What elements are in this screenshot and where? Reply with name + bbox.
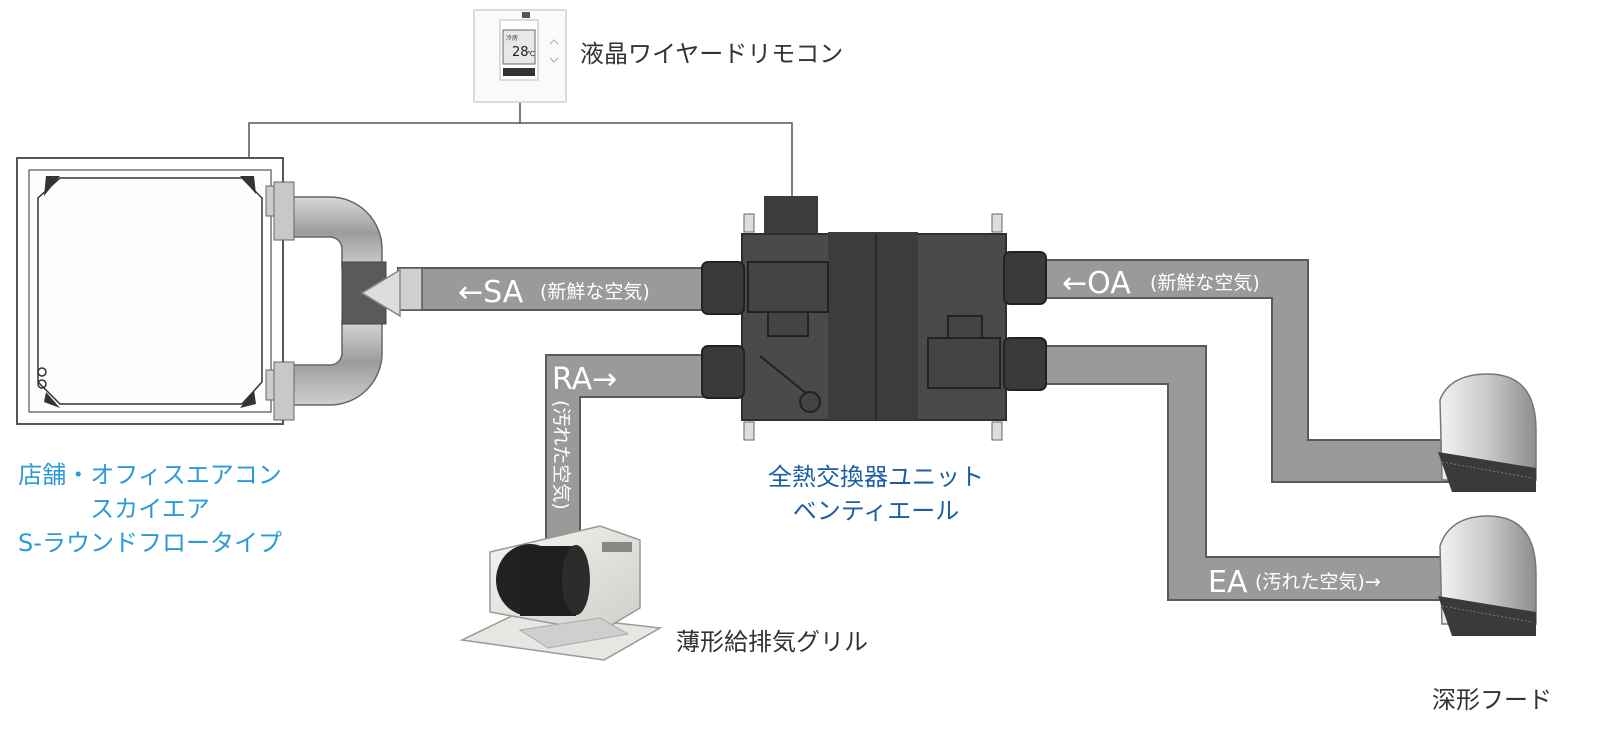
ra-code: RA→: [552, 362, 617, 397]
remote-screen-unit: ℃: [527, 50, 535, 58]
supply-exhaust-grille: [459, 525, 663, 661]
sa-note: (新鮮な空気): [540, 281, 650, 303]
oa-duct: [1043, 259, 1449, 483]
duct-labels: ←SA (新鮮な空気) ←OA (新鮮な空気) RA→ (汚れた空気) EA (…: [458, 266, 1381, 600]
ea-note: (汚れた空気)→: [1255, 571, 1381, 593]
hrv-label-line1: 全熱交換器ユニット: [768, 463, 984, 491]
aircon-label-line3: S-ラウンドフロータイプ: [18, 529, 282, 557]
oa-note: (新鮮な空気): [1150, 272, 1260, 294]
flexible-ducts: [273, 181, 401, 421]
wired-remote: 冷房 28 ℃: [473, 9, 567, 103]
hood-label: 深形フード: [1432, 686, 1552, 714]
hrv-unit: [701, 196, 1047, 441]
grille-label: 薄形給排気グリル: [676, 628, 868, 656]
deep-hood-ea: [1438, 515, 1537, 636]
aircon-label-line2: スカイエア: [90, 495, 210, 523]
deep-hood-oa: [1438, 373, 1537, 492]
sa-code: ←SA: [458, 275, 524, 310]
remote-screen-mode: 冷房: [506, 34, 518, 42]
hrv-label-line2: ベンティエール: [792, 497, 960, 525]
aircon-label: 店舗・オフィスエアコン スカイエア S-ラウンドフロータイプ: [10, 458, 290, 560]
remote-label: 液晶ワイヤードリモコン: [580, 40, 844, 68]
aircon-label-line1: 店舗・オフィスエアコン: [18, 461, 282, 489]
ra-note: (汚れた空気): [550, 400, 572, 510]
hrv-label: 全熱交換器ユニット ベンティエール: [756, 460, 996, 528]
remote-screen-temp: 28: [512, 45, 529, 60]
ea-code: EA: [1208, 565, 1248, 600]
ceiling-cassette-aircon: [16, 157, 284, 425]
oa-code: ←OA: [1062, 266, 1131, 301]
control-wiring: [248, 100, 793, 196]
